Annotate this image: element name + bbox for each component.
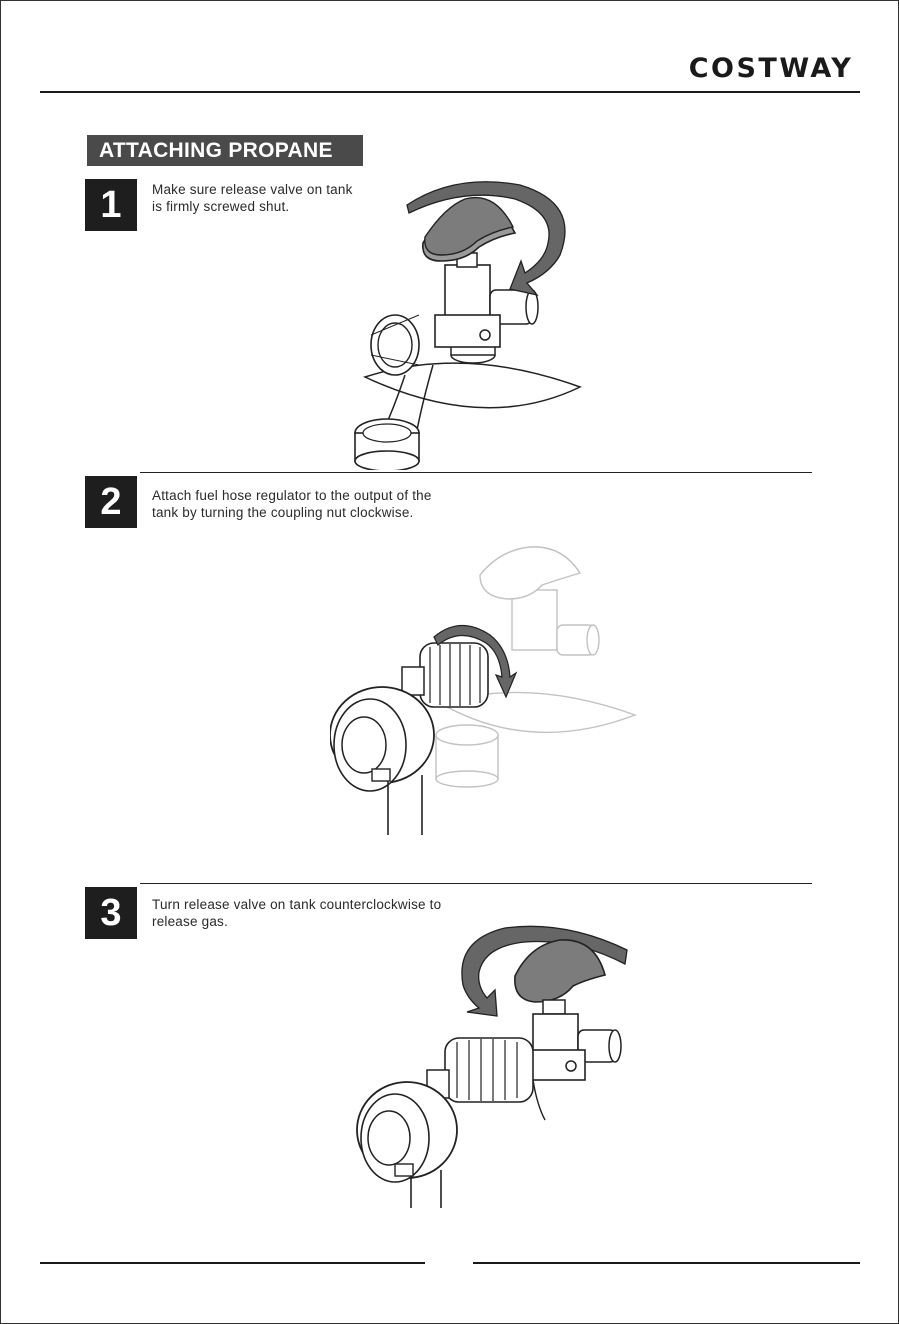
footer-rule-right [473, 1262, 860, 1264]
step-2-badge: 2 [85, 476, 137, 528]
step-1-line-1: Make sure release valve on tank [152, 181, 353, 198]
brand-logo: COSTWAY [682, 52, 860, 82]
costway-logo-icon: COSTWAY [682, 52, 860, 82]
step-2-line-2: tank by turning the coupling nut clockwi… [152, 504, 432, 521]
step-3-valve-illustration [355, 920, 640, 1210]
section-title: ATTACHING PROPANE [87, 135, 363, 166]
footer-rule-left [40, 1262, 425, 1264]
step-2-rule [140, 472, 812, 473]
step-1-line-2: is firmly screwed shut. [152, 198, 353, 215]
step-2-regulator-illustration [330, 545, 640, 837]
step-1-badge: 1 [85, 179, 137, 231]
step-3-badge: 3 [85, 887, 137, 939]
step-1-text: Make sure release valve on tank is firml… [152, 181, 353, 215]
step-2-text: Attach fuel hose regulator to the output… [152, 487, 432, 521]
brand-name: COSTWAY [689, 53, 854, 82]
step-3-rule [140, 883, 812, 884]
step-1-valve-illustration [345, 165, 595, 470]
header-rule [40, 91, 860, 93]
step-2-line-1: Attach fuel hose regulator to the output… [152, 487, 432, 504]
step-3-line-1: Turn release valve on tank counterclockw… [152, 896, 441, 913]
